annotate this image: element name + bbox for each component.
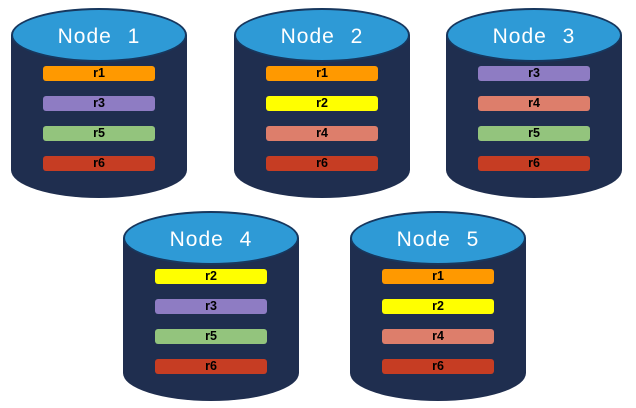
node-4-title: Node 4 bbox=[169, 227, 253, 251]
node-5-cylinder: Node 5 r1 r2 r4 r6 bbox=[350, 211, 526, 401]
node-1-cylinder-top: Node 1 bbox=[11, 8, 187, 62]
node-1-replica-bar: r6 bbox=[43, 156, 155, 171]
node-3-replica-bar: r4 bbox=[478, 96, 590, 111]
node-3-title: Node 3 bbox=[492, 24, 576, 48]
node-5-cylinder-top: Node 5 bbox=[350, 211, 526, 265]
node-3-replica-bar: r3 bbox=[478, 66, 590, 81]
node-5-replica-bar: r4 bbox=[382, 329, 494, 344]
node-1-replica-bar: r5 bbox=[43, 126, 155, 141]
node-1-replica-bar: r3 bbox=[43, 96, 155, 111]
node-1-replica-bar: r1 bbox=[43, 66, 155, 81]
node-1-cylinder: Node 1 r1 r3 r5 r6 bbox=[11, 8, 187, 198]
node-3-cylinder-top: Node 3 bbox=[446, 8, 622, 62]
node-5-title: Node 5 bbox=[396, 227, 480, 251]
node-3-cylinder: Node 3 r3 r4 r5 r6 bbox=[446, 8, 622, 198]
node-2-replica-bar: r6 bbox=[266, 156, 378, 171]
node-3-replica-bar: r5 bbox=[478, 126, 590, 141]
node-4-replica-bar: r2 bbox=[155, 269, 267, 284]
node-2-replica-bar: r2 bbox=[266, 96, 378, 111]
node-2-cylinder: Node 2 r1 r2 r4 r6 bbox=[234, 8, 410, 198]
node-3-replica-bar: r6 bbox=[478, 156, 590, 171]
node-2-title: Node 2 bbox=[280, 24, 364, 48]
node-5-replica-bar: r6 bbox=[382, 359, 494, 374]
node-1-title: Node 1 bbox=[57, 24, 141, 48]
node-4-replica-bar: r5 bbox=[155, 329, 267, 344]
node-5-replica-bar: r2 bbox=[382, 299, 494, 314]
node-2-replica-bar: r4 bbox=[266, 126, 378, 141]
node-2-replica-bar: r1 bbox=[266, 66, 378, 81]
node-4-cylinder-top: Node 4 bbox=[123, 211, 299, 265]
node-4-replica-bar: r6 bbox=[155, 359, 267, 374]
node-4-cylinder: Node 4 r2 r3 r5 r6 bbox=[123, 211, 299, 401]
node-5-replica-bar: r1 bbox=[382, 269, 494, 284]
node-4-replica-bar: r3 bbox=[155, 299, 267, 314]
node-2-cylinder-top: Node 2 bbox=[234, 8, 410, 62]
